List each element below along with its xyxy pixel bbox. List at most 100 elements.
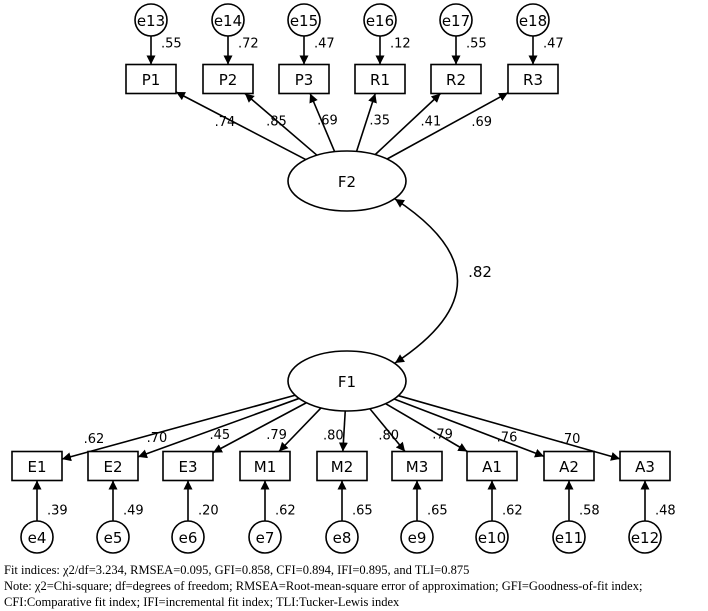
loading-arrow-m1 xyxy=(278,407,322,453)
loading-value-p3: .69 xyxy=(317,113,338,128)
loading-arrow-p2 xyxy=(244,92,318,156)
sem-path-diagram: P1 e13 .55 .74 P2 e14 .72 .85 P3 e15 .47 .69 R1 e16 .1… xyxy=(11,3,676,554)
factor-label-f2: F2 xyxy=(338,173,356,191)
indicator-label-p1: P1 xyxy=(142,71,161,89)
indicator-box-m2 xyxy=(316,450,368,482)
indicator-label-p3: P3 xyxy=(295,71,314,89)
factor-ellipse-f1 xyxy=(287,350,407,412)
error-label-e5: e5 xyxy=(104,529,123,547)
loading-arrow-e1 xyxy=(61,394,296,462)
error-value-e7: .62 xyxy=(275,504,296,519)
error-value-e17: .55 xyxy=(466,37,487,52)
error-circle-e9 xyxy=(400,520,434,554)
error-value-e6: .20 xyxy=(198,504,219,519)
error-label-e11: e11 xyxy=(555,529,583,547)
indicator-box-r1 xyxy=(354,63,406,95)
loading-value-m1: .79 xyxy=(266,428,287,443)
error-value-e12: .48 xyxy=(655,504,676,519)
error-value-e18: .47 xyxy=(543,37,564,52)
error-value-e16: .12 xyxy=(390,37,411,52)
loading-arrow-a3 xyxy=(398,394,621,461)
loading-value-p1: .74 xyxy=(215,115,236,130)
indicator-label-a2: A2 xyxy=(559,458,579,476)
error-circle-e18 xyxy=(516,3,550,37)
fit-indices-text: Fit indices: χ2/df=3.234, RMSEA=0.095, G… xyxy=(4,563,470,577)
loading-arrow-p3 xyxy=(309,93,336,152)
loading-value-e3: .45 xyxy=(209,428,230,443)
loading-arrow-m2 xyxy=(338,410,348,452)
loading-arrow-r2 xyxy=(374,92,442,156)
loading-value-r2: .41 xyxy=(421,114,442,129)
indicator-label-a1: A1 xyxy=(482,458,502,476)
error-circle-e12 xyxy=(628,520,662,554)
error-circle-e17 xyxy=(439,3,473,37)
loading-arrow-a2 xyxy=(393,398,545,458)
indicator-label-e2: E2 xyxy=(103,458,122,476)
loading-value-m3: .80 xyxy=(378,428,399,443)
loading-value-p2: .85 xyxy=(266,115,287,130)
loading-value-a1: .79 xyxy=(432,427,453,442)
error-label-e13: e13 xyxy=(137,12,165,30)
loading-value-e2: .70 xyxy=(147,431,168,446)
indicator-label-r3: R3 xyxy=(523,71,543,89)
indicator-box-a2 xyxy=(543,450,595,482)
error-circle-e5 xyxy=(96,520,130,554)
loading-value-r1: .35 xyxy=(369,113,390,128)
indicator-label-a3: A3 xyxy=(635,458,655,476)
indicator-box-e3 xyxy=(162,450,214,482)
error-label-e12: e12 xyxy=(631,529,659,547)
indicator-label-e3: E3 xyxy=(178,458,197,476)
indicator-label-r2: R2 xyxy=(446,71,466,89)
error-circle-e14 xyxy=(211,3,245,37)
error-value-e15: .47 xyxy=(314,37,335,52)
correlation-value: .82 xyxy=(468,263,492,281)
indicator-box-m1 xyxy=(239,450,291,482)
indicator-box-p2 xyxy=(202,63,254,95)
loading-arrow-e3 xyxy=(212,402,307,454)
loading-arrow-e2 xyxy=(137,397,300,459)
indicator-label-p2: P2 xyxy=(219,71,238,89)
error-label-e15: e15 xyxy=(290,12,318,30)
error-label-e8: e8 xyxy=(333,529,352,547)
loading-arrow-p1 xyxy=(175,91,307,161)
error-circle-e6 xyxy=(171,520,205,554)
loading-arrow-a1 xyxy=(385,402,468,453)
error-value-e13: .55 xyxy=(161,37,182,52)
error-circle-e4 xyxy=(20,520,54,554)
loading-arrow-r3 xyxy=(386,92,509,160)
error-label-e6: e6 xyxy=(179,529,198,547)
factor-ellipse-f2 xyxy=(287,150,407,212)
error-value-e14: .72 xyxy=(238,37,259,52)
error-value-e10: .62 xyxy=(502,504,523,519)
error-label-e16: e16 xyxy=(366,12,394,30)
indicator-box-r3 xyxy=(507,63,559,95)
indicator-label-m1: M1 xyxy=(254,458,277,476)
error-value-e11: .58 xyxy=(579,504,600,519)
indicator-box-e1 xyxy=(11,450,63,482)
indicator-label-r1: R1 xyxy=(370,71,390,89)
factor-label-f1: F1 xyxy=(338,373,356,391)
error-circle-e8 xyxy=(325,520,359,554)
error-label-e10: e10 xyxy=(478,529,506,547)
loading-arrow-r1 xyxy=(355,93,377,152)
error-value-e9: .65 xyxy=(427,504,448,519)
error-circle-e11 xyxy=(552,520,586,554)
indicator-label-m3: M3 xyxy=(406,458,429,476)
indicator-box-m3 xyxy=(391,450,443,482)
loading-value-a3: .70 xyxy=(560,432,581,447)
error-value-e5: .49 xyxy=(123,504,144,519)
error-label-e9: e9 xyxy=(408,529,427,547)
error-label-e7: e7 xyxy=(256,529,275,547)
error-value-e8: .65 xyxy=(352,504,373,519)
error-label-e14: e14 xyxy=(214,12,242,30)
error-label-e4: e4 xyxy=(28,529,47,547)
error-circle-e15 xyxy=(287,3,321,37)
note-text-line-2: CFI:Comparative fit index; IFI=increment… xyxy=(4,595,400,609)
loading-value-a2: .76 xyxy=(497,431,518,446)
note-text-line-1: Note: χ2=Chi-square; df=degrees of freed… xyxy=(4,579,643,593)
error-circle-e10 xyxy=(475,520,509,554)
error-circle-e13 xyxy=(134,3,168,37)
indicator-box-a3 xyxy=(619,450,671,482)
fit-notes: Fit indices: χ2/df=3.234, RMSEA=0.095, G… xyxy=(4,562,704,610)
indicator-label-e1: E1 xyxy=(27,458,46,476)
